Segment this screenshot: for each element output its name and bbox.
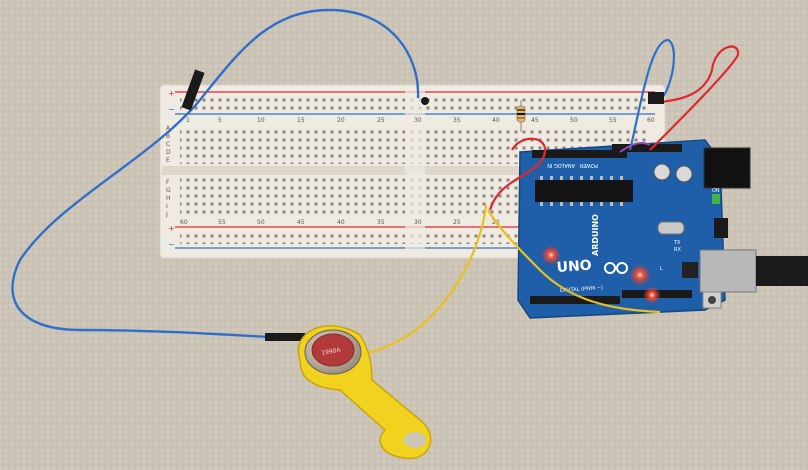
column-number: 45 <box>297 219 305 226</box>
rail-minus-label: − <box>168 240 175 249</box>
jumper-pin <box>265 333 305 341</box>
column-number: 25 <box>377 117 385 124</box>
rx-label: RX <box>674 247 681 253</box>
row-letter: F <box>166 179 170 186</box>
row-letter: J <box>165 211 168 218</box>
wire-blue-main <box>11 8 420 339</box>
column-number: 60 <box>647 117 655 124</box>
column-number: 55 <box>218 219 226 226</box>
arduino-board <box>517 139 808 319</box>
rail-plus-label: + <box>168 224 175 233</box>
row-letter: D <box>166 149 171 156</box>
led-l <box>629 264 651 286</box>
column-number: 35 <box>453 117 461 124</box>
resistor <box>516 100 526 132</box>
column-number: 40 <box>492 117 500 124</box>
row-letter: B <box>166 133 170 140</box>
arduino-brand: ARDUINO <box>591 214 600 256</box>
rail-plus-label: + <box>168 89 175 98</box>
jumper-pin <box>421 97 429 105</box>
tx-label: TX <box>673 240 681 246</box>
wire-yellow-to-key <box>354 204 488 354</box>
column-number: 40 <box>337 219 345 226</box>
row-letter: C <box>166 141 170 148</box>
digital-label: DIGITAL (PWM ~) <box>560 285 603 294</box>
column-number: 25 <box>453 219 461 226</box>
column-number: 30 <box>414 117 422 124</box>
row-letter: A <box>166 125 171 132</box>
column-number: 15 <box>297 117 305 124</box>
power-label: POWER <box>579 162 598 168</box>
wire-blue-jumper <box>628 38 676 151</box>
row-letter: E <box>166 157 170 164</box>
column-number: 60 <box>180 219 188 226</box>
led-power <box>541 245 561 265</box>
row-letter: H <box>166 195 171 202</box>
rail-minus-label: − <box>168 105 175 114</box>
column-number: 55 <box>609 117 617 124</box>
row-letter: I <box>166 203 168 210</box>
column-number: 50 <box>570 117 578 124</box>
wire-purple <box>619 142 651 153</box>
column-number: 1 <box>186 117 190 124</box>
column-number: 35 <box>377 219 385 226</box>
jumper-pin <box>181 69 205 111</box>
arduino-labels: ARDUINO UNO POWER ANALOG IN DIGITAL (PWM… <box>547 162 720 294</box>
led-rx <box>643 286 661 304</box>
column-number: 10 <box>257 117 265 124</box>
wire-yellow-to-arduino <box>487 209 661 314</box>
arduino-logo <box>604 262 628 274</box>
wire-red-short <box>488 137 547 211</box>
wire-red-jumper-top <box>649 45 740 151</box>
analog-label: ANALOG IN <box>547 162 575 168</box>
led-label: L <box>660 266 663 272</box>
row-letter: G <box>166 187 171 194</box>
column-number: 20 <box>337 117 345 124</box>
ibutton-key: 1990A <box>297 325 432 459</box>
column-number: 45 <box>531 117 539 124</box>
column-number: 50 <box>257 219 265 226</box>
ibutton-label: 1990A <box>321 347 342 357</box>
jumper-pin <box>648 92 664 104</box>
arduino-model: UNO <box>556 258 592 276</box>
on-label: ON <box>712 188 720 194</box>
column-number: 30 <box>414 219 422 226</box>
column-number: 5 <box>218 117 222 124</box>
breadboard-labels: 1 5 10 15 20 25 30 35 40 45 50 55 60 60 … <box>165 89 655 249</box>
